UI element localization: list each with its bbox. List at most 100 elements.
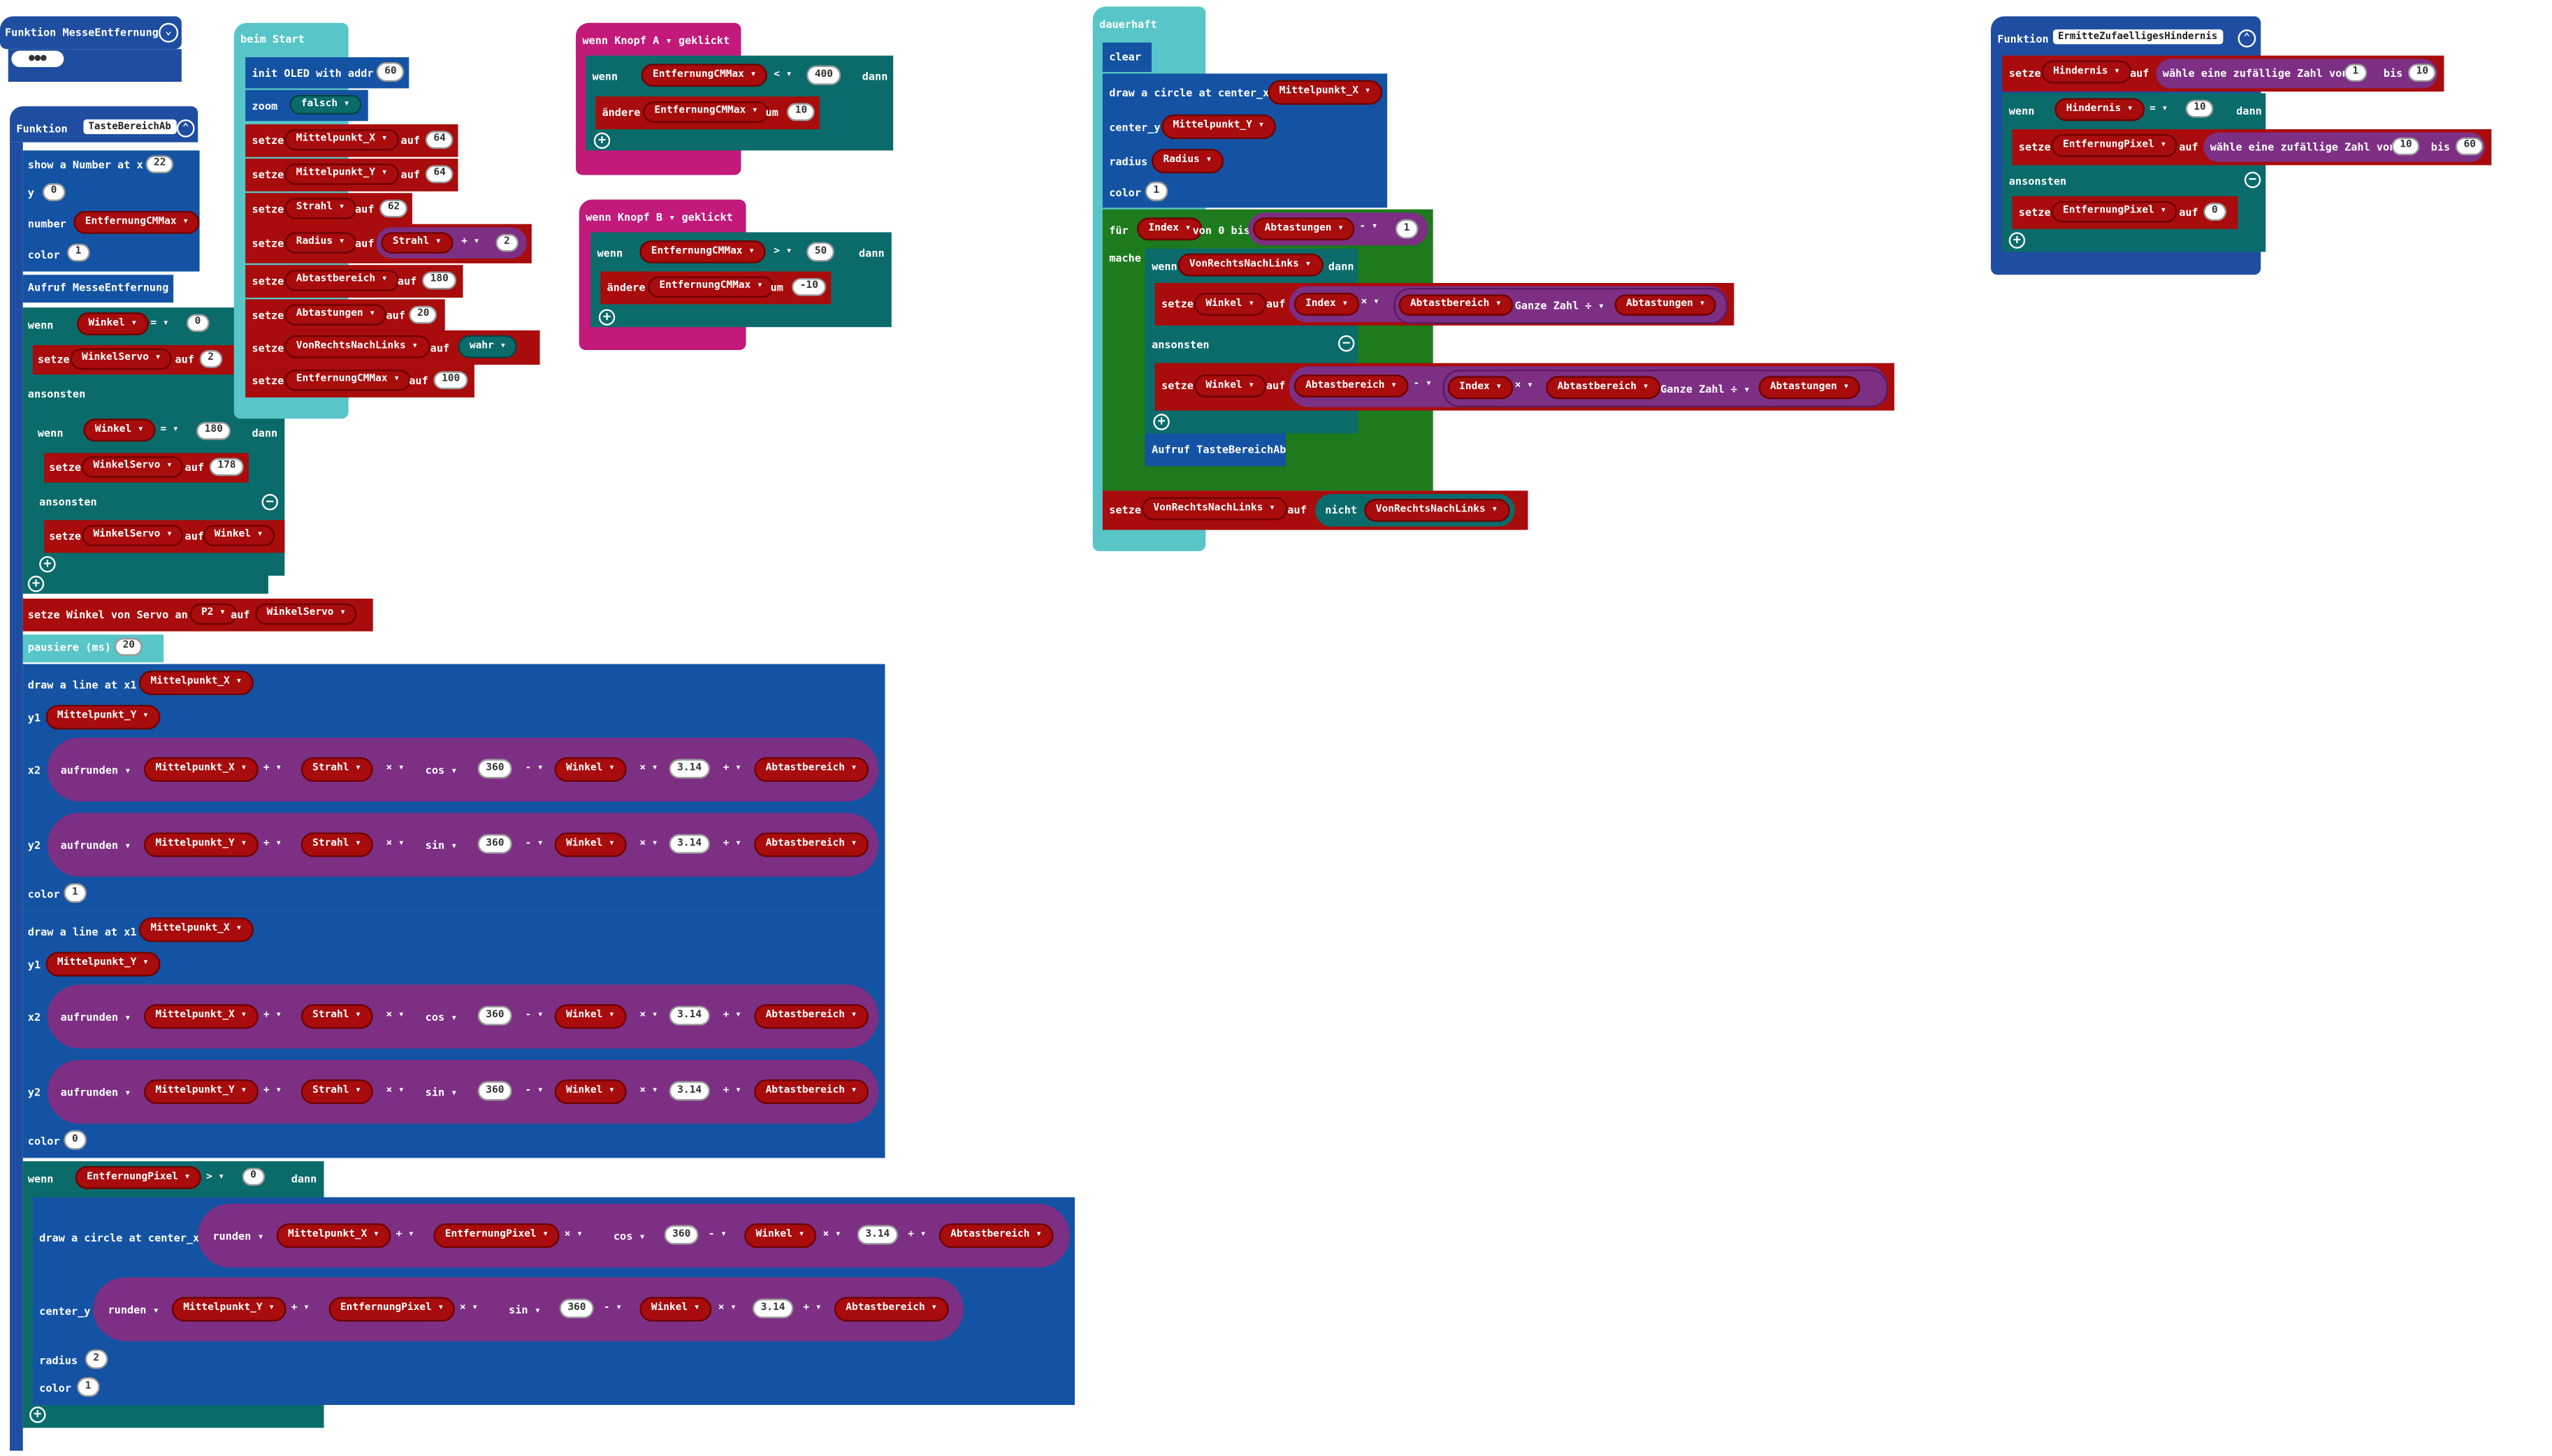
minus-op[interactable]: - ▾ (525, 762, 544, 774)
set-my-block[interactable]: setze Mittelpunkt_Y ▾ auf 64 (245, 159, 458, 191)
value-pi[interactable]: 3.14 (669, 1005, 710, 1026)
division-expression[interactable]: Abtastbereich ▾ Ganze Zahl ÷ ▾ Abtastung… (1393, 288, 1728, 324)
var-mittelpunkt-y[interactable]: Mittelpunkt_Y ▾ (45, 704, 161, 730)
var-winkel[interactable]: Winkel ▾ (83, 418, 155, 442)
minus-op[interactable]: - ▾ (525, 1009, 544, 1021)
times-op[interactable]: × ▾ (718, 1302, 737, 1313)
set-ecm-block[interactable]: setze EntfernungCMMax ▾ auf 100 (245, 365, 474, 398)
random-expression[interactable]: wähle eine zufällige Zahl von 10 bis 60 (2203, 132, 2485, 162)
function-name-input[interactable]: TasteBereichAb (83, 119, 176, 134)
var-mittelpunkt-y[interactable]: Mittelpunkt_Y ▾ (1161, 114, 1276, 139)
value-pi[interactable]: 3.14 (669, 759, 710, 779)
var-vonrechtsnachlinks[interactable]: VonRechtsNachLinks ▾ (284, 335, 430, 358)
call-taste-block[interactable]: Aufruf TasteBereichAb (1145, 433, 1286, 467)
set-mx-block[interactable]: setze Mittelpunkt_X ▾ auf 64 (245, 124, 458, 157)
x-value[interactable]: 22 (145, 155, 175, 174)
minus-op[interactable]: - ▾ (1359, 221, 1378, 233)
round-dropdown[interactable]: aufrunden ▾ (60, 764, 131, 777)
var-winkel[interactable]: Winkel ▾ (77, 312, 149, 335)
lt-op[interactable]: < ▾ (774, 68, 792, 80)
var-index[interactable]: Index ▾ (1136, 217, 1203, 241)
var-entfernungpixel[interactable]: EntfernungPixel ▾ (433, 1223, 560, 1248)
cos-dropdown[interactable]: cos ▾ (613, 1230, 646, 1244)
minus-op[interactable]: - ▾ (525, 837, 544, 849)
value-360[interactable]: 360 (664, 1225, 699, 1245)
round-dropdown[interactable]: aufrunden ▾ (60, 1086, 131, 1100)
plus-op[interactable]: + ▾ (723, 837, 741, 849)
winkel-expression[interactable]: Index ▾ × ▾ Abtastbereich ▾ Ganze Zahl ÷… (1289, 286, 1728, 324)
var-winkelservo[interactable]: WinkelServo ▾ (82, 525, 184, 546)
set-winkelservo-178[interactable]: setze WinkelServo ▾ auf 178 (44, 453, 249, 483)
sin-dropdown[interactable]: sin ▾ (425, 838, 458, 852)
cmp-value[interactable]: 0 (186, 314, 210, 333)
sin-dropdown[interactable]: sin ▾ (509, 1303, 541, 1317)
var-winkel[interactable]: Winkel ▾ (1194, 293, 1266, 316)
pause-value[interactable]: 20 (114, 637, 143, 656)
value-pi[interactable]: 3.14 (669, 1081, 710, 1101)
chevron-up-icon[interactable]: ⌃ (176, 119, 195, 138)
times-op[interactable]: × ▾ (386, 837, 405, 849)
draw-circle-main[interactable]: draw a circle at center_x Mittelpunkt_X … (1102, 73, 1388, 208)
value-pi[interactable]: 3.14 (752, 1298, 794, 1318)
value-2[interactable]: 2 (199, 349, 222, 368)
plus-op[interactable]: + ▾ (908, 1228, 927, 1240)
value-0[interactable]: 0 (2203, 203, 2226, 221)
var-abtastbereich[interactable]: Abtastbereich ▾ (1546, 376, 1660, 400)
value-360[interactable]: 360 (559, 1298, 595, 1318)
plus-op[interactable]: + ▾ (291, 1302, 310, 1313)
var-strahl[interactable]: Strahl ▾ (300, 1004, 373, 1029)
int-div-dropdown[interactable]: Ganze Zahl ÷ ▾ (1660, 382, 1750, 396)
times-op[interactable]: × ▾ (822, 1228, 841, 1240)
var-winkel[interactable]: Winkel ▾ (554, 1079, 627, 1105)
change-ecm-minus10[interactable]: ändere EntfernungCMMax ▾ um -10 (600, 271, 832, 305)
set-strahl-block[interactable]: setze Strahl ▾ auf 62 (245, 193, 412, 226)
add-branch-icon[interactable]: + (27, 576, 45, 592)
var-abtastbereich[interactable]: Abtastbereich ▾ (284, 270, 399, 291)
zoom-bool[interactable]: falsch ▾ (289, 94, 361, 115)
var-entfernungcmmax[interactable]: EntfernungCMMax ▾ (648, 276, 775, 298)
times-op[interactable]: × ▾ (639, 1009, 658, 1021)
times-op[interactable]: × ▾ (564, 1228, 583, 1240)
plus-op[interactable]: + ▾ (263, 1084, 282, 1096)
value-1[interactable]: 1 (1395, 219, 1419, 239)
var-mittelpunkt-y[interactable]: Mittelpunkt_Y ▾ (144, 832, 259, 857)
var-mittelpunkt-y[interactable]: Mittelpunkt_Y ▾ (45, 952, 161, 977)
center-y-expression[interactable]: runden ▾ Mittelpunkt_Y ▾ + ▾ EntfernungP… (93, 1277, 964, 1341)
times-op[interactable]: × ▾ (639, 1084, 658, 1096)
var-abtastbereich[interactable]: Abtastbereich ▾ (1293, 374, 1409, 398)
minus-circle-icon[interactable]: − (261, 493, 278, 511)
pause-block[interactable]: pausiere (ms) 20 (22, 634, 164, 663)
center-x-expression[interactable]: runden ▾ Mittelpunkt_X ▾ + ▾ EntfernungP… (198, 1203, 1071, 1268)
var-strahl[interactable]: Strahl ▾ (300, 757, 373, 782)
function-name-input[interactable]: ErmitteZufaelligesHindernis (2052, 29, 2223, 45)
cmp-value[interactable]: 0 (242, 1167, 265, 1186)
value-pi[interactable]: 3.14 (669, 833, 710, 854)
var-winkelservo[interactable]: WinkelServo ▾ (255, 603, 358, 625)
var-entfernungcmmax[interactable]: EntfernungCMMax ▾ (643, 101, 770, 123)
zoom-block[interactable]: zoom falsch ▾ (245, 89, 368, 122)
plus-op[interactable]: + ▾ (803, 1302, 822, 1313)
eq-op[interactable]: = ▾ (160, 423, 179, 435)
value-50[interactable]: 50 (806, 242, 835, 262)
pin-dropdown[interactable]: P2 ▾ (189, 603, 238, 625)
var-entfernungcmmax[interactable]: EntfernungCMMax ▾ (639, 240, 767, 263)
draw-circle-block[interactable]: draw a circle at center_x runden ▾ Mitte… (32, 1197, 1075, 1405)
times-op[interactable]: × ▾ (1514, 380, 1533, 392)
random-max[interactable]: 60 (2455, 137, 2484, 156)
set-winkelservo-winkel[interactable]: setze WinkelServo ▾ auf Winkel ▾ (44, 520, 285, 553)
plus-op[interactable]: + ▾ (263, 762, 282, 774)
var-abtastbereich[interactable]: Abtastbereich ▾ (754, 757, 869, 782)
draw-line-1-block[interactable]: draw a line at x1 Mittelpunkt_X ▾ y1 Mit… (22, 664, 885, 911)
set-radius-block[interactable]: setze Radius ▾ auf Strahl ▾ + ▾ 2 (245, 224, 532, 263)
random-max[interactable]: 10 (2407, 64, 2437, 82)
var-entfernungpixel[interactable]: EntfernungPixel ▾ (2051, 133, 2178, 157)
value-360[interactable]: 360 (477, 759, 513, 779)
minus-circle-icon[interactable]: − (2244, 171, 2261, 189)
change-ecm-10[interactable]: ändere EntfernungCMMax ▾ um 10 (595, 96, 820, 129)
color-value[interactable]: 1 (77, 1377, 100, 1397)
gt-op[interactable]: > ▾ (205, 1170, 225, 1183)
times-op[interactable]: × ▾ (1361, 296, 1379, 309)
radius-expression[interactable]: Strahl ▾ + ▾ 2 (376, 227, 527, 259)
x2-expression[interactable]: aufrunden ▾ Mittelpunkt_X ▾ + ▾ Strahl ▾… (47, 984, 879, 1049)
